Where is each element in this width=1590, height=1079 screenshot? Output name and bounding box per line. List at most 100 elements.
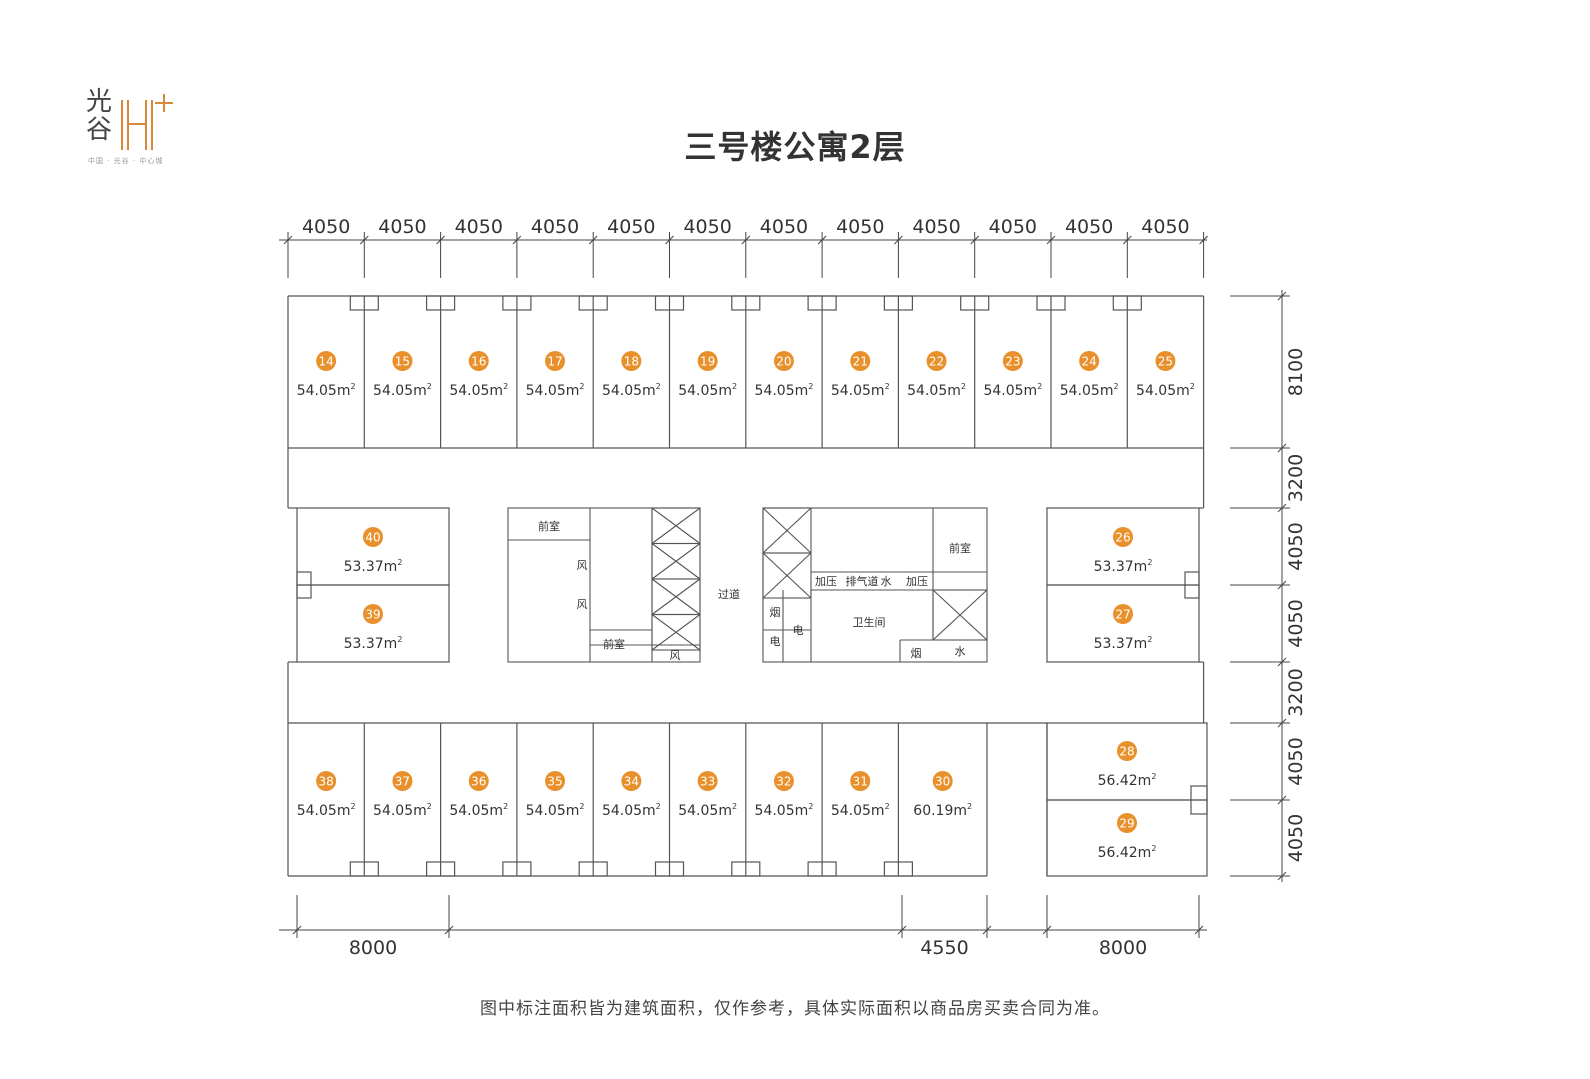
elevator-cross: [762, 507, 812, 554]
label-pressurize: 加压: [815, 575, 837, 588]
dim-top-11: 4050: [1141, 216, 1189, 238]
dim-tick: [588, 235, 598, 245]
unit-area-40: 53.37m2: [344, 558, 403, 575]
unit-area-18: 54.05m2: [602, 382, 661, 399]
dim-top-3: 4050: [531, 216, 579, 238]
dim-tick: [1277, 291, 1287, 301]
unit-number-37: 37: [395, 775, 410, 789]
unit-area-20: 54.05m2: [755, 382, 814, 399]
dim-right-2: 4050: [1285, 522, 1307, 570]
dim-tick: [283, 235, 293, 245]
dim-tick: [359, 235, 369, 245]
unit-badge-27: [1113, 604, 1133, 624]
label-corridor: 过道: [718, 587, 740, 601]
unit-number-32: 32: [776, 775, 791, 789]
unit-area-37: 54.05m2: [373, 802, 432, 819]
unit-badge-35: [545, 771, 566, 791]
dim-top-0: 4050: [302, 216, 350, 238]
elevator-cross: [651, 614, 701, 651]
label-antechamber: 前室: [538, 519, 560, 533]
page-title: 三号楼公寓2层: [684, 128, 906, 166]
unit-number-23: 23: [1005, 355, 1020, 369]
dim-tick: [1122, 235, 1132, 245]
elevator-shaft: [762, 552, 812, 599]
label-antechamber: 前室: [603, 637, 625, 651]
dim-tick: [1277, 871, 1287, 881]
unit-area-22: 54.05m2: [907, 382, 966, 399]
area-superscript: 2: [961, 382, 966, 391]
unit-area-24: 54.05m2: [1060, 382, 1119, 399]
dim-right-6: 4050: [1285, 814, 1307, 862]
unit-badge-15: [392, 351, 413, 371]
unit-number-15: 15: [395, 355, 410, 369]
unit-number-34: 34: [624, 775, 639, 789]
elevator-cross: [932, 589, 988, 641]
label-electric: 电: [793, 624, 804, 637]
unit-area-26: 53.37m2: [1094, 558, 1153, 575]
unit-number-22: 22: [929, 355, 944, 369]
wall-notch: [1184, 571, 1200, 599]
unit-badge-17: [545, 351, 566, 371]
area-superscript: 2: [1151, 844, 1156, 853]
unit-area-38: 54.05m2: [297, 802, 356, 819]
dim-right-4: 3200: [1285, 668, 1307, 716]
dim-top-5: 4050: [683, 216, 731, 238]
unit-number-21: 21: [853, 355, 868, 369]
unit-number-29: 29: [1119, 817, 1134, 831]
unit-badge-34: [621, 771, 642, 791]
unit-number-31: 31: [853, 775, 868, 789]
dim-top-9: 4050: [989, 216, 1037, 238]
dim-tick: [436, 235, 445, 245]
unit-badge-18: [621, 351, 642, 371]
unit-area-17: 54.05m2: [526, 382, 585, 399]
unit-badge-37: [392, 771, 413, 791]
dim-right-5: 4050: [1285, 737, 1307, 785]
area-superscript: 2: [732, 382, 737, 391]
area-superscript: 2: [732, 802, 737, 811]
dim-tick: [1194, 925, 1204, 935]
dim-top-6: 4050: [760, 216, 808, 238]
dim-tick: [1277, 718, 1287, 728]
dim-top-4: 4050: [607, 216, 655, 238]
unit-area-15: 54.05m2: [373, 382, 432, 399]
unit-number-30: 30: [935, 775, 950, 789]
dim-top-7: 4050: [836, 216, 884, 238]
elevator-cross: [762, 552, 812, 599]
unit-area-28: 56.42m2: [1098, 772, 1157, 789]
label-smoke: 烟: [770, 605, 781, 619]
dim-bottom-1: 4550: [920, 937, 968, 959]
unit-number-40: 40: [365, 531, 380, 545]
area-superscript: 2: [397, 635, 402, 644]
unit-area-14: 54.05m2: [297, 382, 356, 399]
unit-area-19: 54.05m2: [678, 382, 737, 399]
unit-area-29: 56.42m2: [1098, 844, 1157, 861]
area-superscript: 2: [350, 382, 355, 391]
unit-number-35: 35: [547, 775, 562, 789]
unit-badge-25: [1155, 351, 1176, 371]
unit-badge-16: [468, 351, 489, 371]
area-superscript: 2: [1147, 635, 1152, 644]
unit-badge-38: [316, 771, 337, 791]
dim-tick: [894, 235, 903, 245]
label-water: 水: [881, 575, 892, 588]
wall-rect: [1046, 584, 1200, 663]
dimension-lines: [279, 232, 1290, 938]
dim-tick: [444, 925, 454, 935]
unit-badge-14: [316, 351, 337, 371]
label-wind: 风: [670, 649, 681, 662]
label-wind: 风: [577, 598, 588, 611]
unit-number-27: 27: [1115, 608, 1130, 622]
area-superscript: 2: [885, 382, 890, 391]
area-superscript: 2: [579, 382, 584, 391]
wall-notch: [296, 571, 312, 599]
area-superscript: 2: [350, 802, 355, 811]
dim-right-1: 3200: [1285, 454, 1307, 502]
unit-area-34: 54.05m2: [602, 802, 661, 819]
unit-badge-40: [363, 527, 383, 547]
area-superscript: 2: [579, 802, 584, 811]
unit-area-31: 54.05m2: [831, 802, 890, 819]
dim-tick: [512, 235, 522, 245]
area-superscript: 2: [885, 802, 890, 811]
unit-badge-20: [773, 351, 794, 371]
unit-area-25: 54.05m2: [1136, 382, 1195, 399]
